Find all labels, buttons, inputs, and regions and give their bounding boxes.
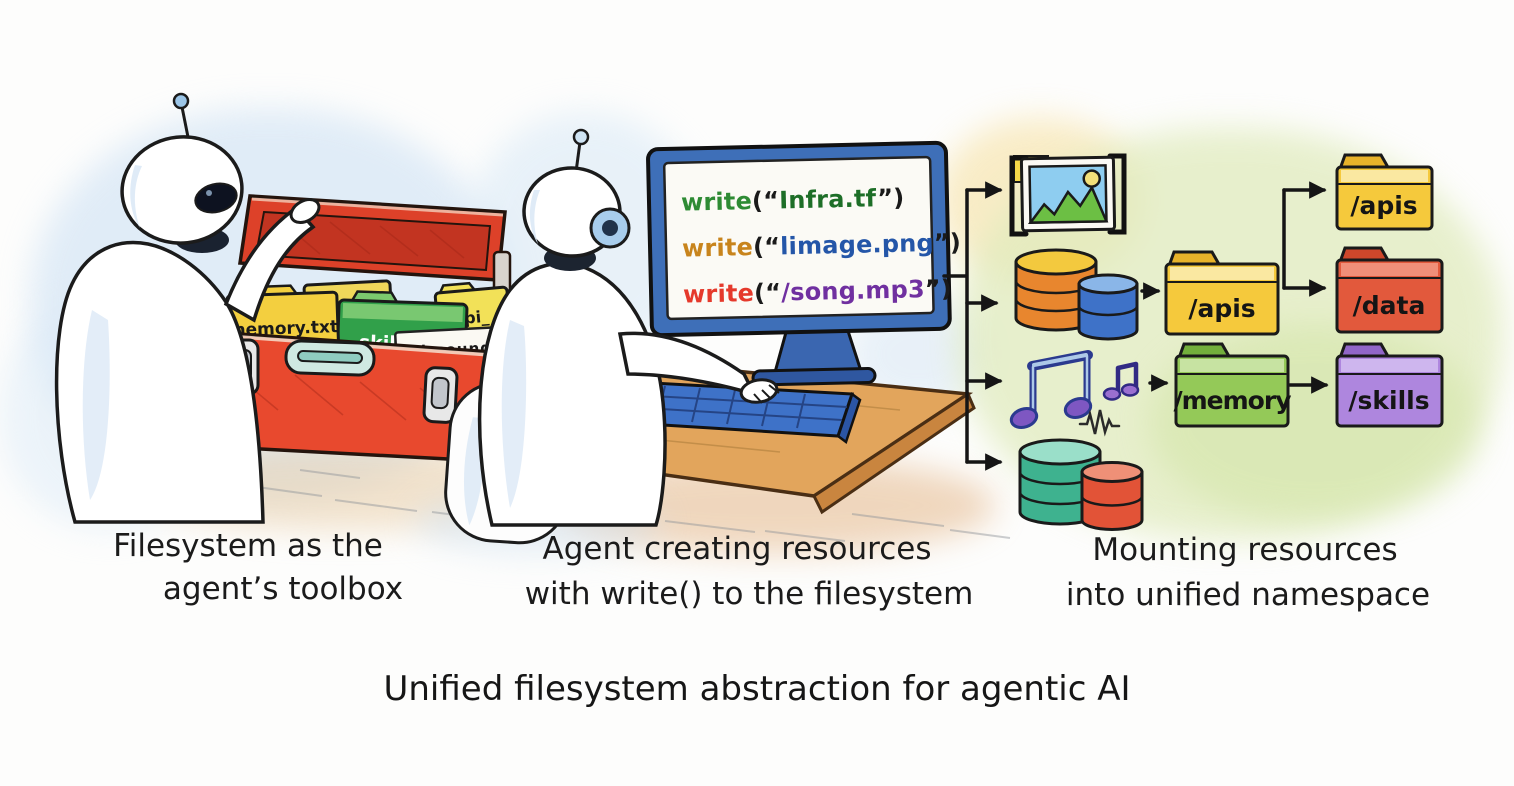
code-line-2: write(“limage.png”) bbox=[682, 228, 962, 262]
screen-code: write(“Infra.tf”) write(“limage.png”) wr… bbox=[681, 184, 962, 309]
toolbox: api_ skills.m memory.txt api_sound bbox=[195, 194, 514, 464]
monitor: write(“Infra.tf”) write(“limage.png”) wr… bbox=[646, 140, 962, 387]
desk-scene: write(“Infra.tf”) write(“limage.png”) wr… bbox=[444, 128, 976, 545]
caption-mounting-line1: Mounting resources bbox=[1092, 532, 1397, 568]
left-robot-eye bbox=[194, 182, 238, 214]
caption-toolbox-line2: agent’s toolbox bbox=[163, 571, 403, 607]
folder-apis-mid: /apis bbox=[1164, 250, 1280, 336]
monitor-base bbox=[751, 366, 877, 387]
folder-apis-top: /apis bbox=[1335, 153, 1434, 231]
mount-diagram: /apis /apis /data /memo bbox=[942, 153, 1444, 531]
small-note bbox=[1102, 361, 1140, 401]
caption-terminal-line2: with write() to the filesystem bbox=[525, 576, 974, 612]
middle-robot-antenna-tip bbox=[572, 128, 590, 146]
captions: Filesystem as the agent’s toolbox Agent … bbox=[113, 528, 1430, 709]
folder-data-label: /data bbox=[1353, 291, 1426, 320]
desk-edge bbox=[812, 391, 976, 515]
caption-terminal-line1: Agent creating resources bbox=[543, 531, 932, 567]
toolbox-handle bbox=[284, 339, 376, 377]
monitor-stand bbox=[772, 329, 863, 375]
folder-apis-mid-label: /apis bbox=[1188, 294, 1255, 323]
code-line-3: write(“/song.mp3”) bbox=[683, 275, 952, 309]
folder-apis-top-label: /apis bbox=[1350, 191, 1417, 220]
middle-robot bbox=[477, 128, 780, 527]
toolbox-clasp-right bbox=[422, 366, 459, 424]
databases-icon bbox=[1014, 248, 1139, 341]
left-robot-antenna-tip bbox=[172, 92, 190, 110]
caption-toolbox-line1: Filesystem as the bbox=[113, 528, 383, 564]
image-icon bbox=[1009, 153, 1127, 237]
music-notes-icon bbox=[1009, 350, 1140, 437]
caption-mounting-line2: into unified namespace bbox=[1066, 577, 1430, 613]
left-robot bbox=[54, 92, 321, 524]
folder-skills-label: /skills bbox=[1348, 386, 1429, 415]
folder-skills: /skills bbox=[1335, 342, 1444, 428]
connector-apis-branch bbox=[1282, 181, 1327, 297]
page-title: Unified filesystem abstraction for agent… bbox=[383, 669, 1130, 709]
folder-memory: /memory bbox=[1174, 342, 1292, 428]
folder-data: /data bbox=[1335, 246, 1444, 334]
code-line-1: write(“Infra.tf”) bbox=[681, 184, 905, 217]
monitor-screen bbox=[662, 155, 935, 321]
folder-memory-label: /memory bbox=[1174, 386, 1292, 415]
left-robot-body bbox=[54, 240, 265, 524]
databases-icon-2 bbox=[1018, 438, 1144, 531]
left-robot-head bbox=[120, 135, 244, 245]
waveform bbox=[1078, 409, 1121, 437]
left-robot-hand bbox=[289, 198, 321, 224]
connector-trunk bbox=[942, 181, 1003, 471]
